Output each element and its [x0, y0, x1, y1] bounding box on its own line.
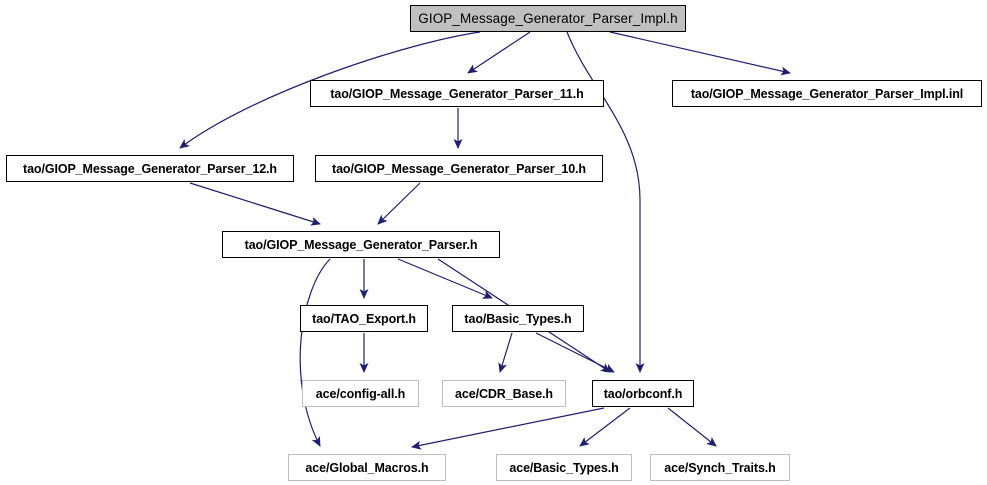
graph-node-label: tao/GIOP_Message_Generator_Parser_Impl.i… — [690, 86, 964, 101]
graph-edge-p12-to-parser — [189, 182, 321, 226]
graph-node-root: GIOP_Message_Generator_Parser_Impl.h — [410, 5, 686, 32]
graph-node-label: tao/GIOP_Message_Generator_Parser_12.h — [23, 161, 277, 176]
graph-node-label: tao/GIOP_Message_Generator_Parser_11.h — [330, 86, 584, 101]
graph-node-label: tao/GIOP_Message_Generator_Parser_10.h — [332, 161, 586, 176]
graph-node-orbconf[interactable]: tao/orbconf.h — [592, 380, 694, 407]
graph-node-label: tao/TAO_Export.h — [312, 311, 416, 326]
graph-node-tao_basic_types[interactable]: tao/Basic_Types.h — [452, 305, 584, 332]
graph-node-parser[interactable]: tao/GIOP_Message_Generator_Parser.h — [222, 231, 500, 258]
graph-edge-root-to-p11 — [467, 31, 531, 74]
graph-node-p11[interactable]: tao/GIOP_Message_Generator_Parser_11.h — [310, 80, 604, 107]
graph-node-label: tao/orbconf.h — [603, 386, 683, 401]
graph-node-global_macros[interactable]: ace/Global_Macros.h — [288, 454, 446, 481]
graph-edge-orbconf-to-synch_traits — [667, 407, 717, 447]
graph-edge-parser-to-global_macros — [299, 258, 331, 447]
graph-node-tao_export[interactable]: tao/TAO_Export.h — [300, 305, 428, 332]
graph-node-synch_traits[interactable]: ace/Synch_Traits.h — [650, 454, 790, 481]
graph-edge-parser-to-tao_basic_types — [397, 258, 493, 299]
graph-node-label: ace/Global_Macros.h — [305, 460, 429, 475]
graph-node-p10[interactable]: tao/GIOP_Message_Generator_Parser_10.h — [315, 155, 603, 182]
graph-node-label: ace/Basic_Types.h — [509, 460, 619, 475]
graph-node-label: tao/GIOP_Message_Generator_Parser.h — [244, 237, 478, 252]
graph-edge-orbconf-to-ace_basic_types — [579, 407, 631, 447]
graph-edge-tao_basic_types-to-orbconf — [535, 332, 615, 373]
graph-node-ace_basic_types[interactable]: ace/Basic_Types.h — [496, 454, 632, 481]
graph-edge-root-to-impl_inl — [609, 31, 791, 76]
graph-node-label: GIOP_Message_Generator_Parser_Impl.h — [418, 11, 678, 26]
graph-node-config_all[interactable]: ace/config-all.h — [302, 380, 419, 407]
graph-node-label: tao/Basic_Types.h — [464, 311, 572, 326]
graph-node-cdr_base[interactable]: ace/CDR_Base.h — [442, 380, 566, 407]
graph-node-label: ace/config-all.h — [315, 386, 406, 401]
graph-edge-tao_basic_types-to-cdr_base — [498, 332, 513, 373]
graph-node-label: ace/CDR_Base.h — [455, 386, 553, 401]
graph-node-p12[interactable]: tao/GIOP_Message_Generator_Parser_12.h — [6, 155, 294, 182]
graph-edge-orbconf-to-global_macros — [411, 407, 605, 450]
graph-node-impl_inl[interactable]: tao/GIOP_Message_Generator_Parser_Impl.i… — [672, 80, 982, 107]
graph-node-label: ace/Synch_Traits.h — [664, 460, 776, 475]
graph-edge-p10-to-parser — [377, 182, 421, 225]
